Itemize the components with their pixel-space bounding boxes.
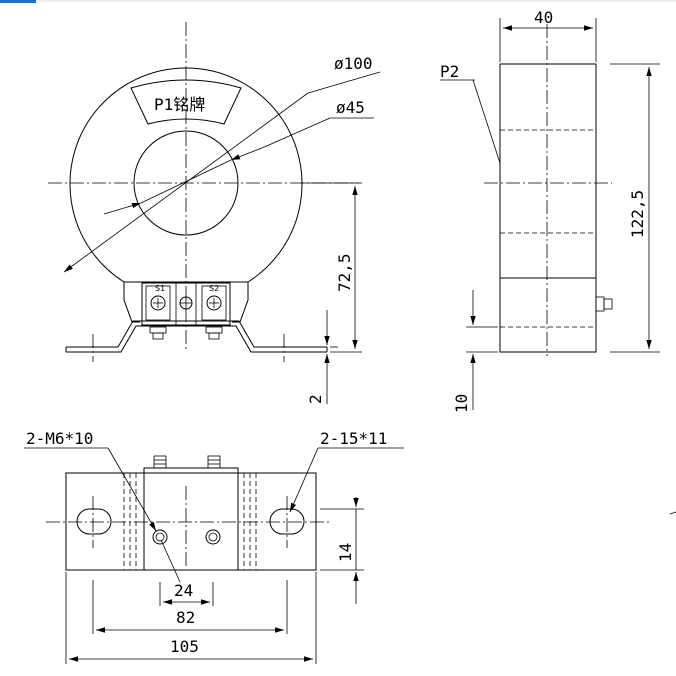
dim-overall-length: 105 — [170, 637, 199, 656]
side-screw — [595, 296, 613, 312]
top-screw-right — [207, 455, 221, 469]
dim-outer-diameter: ø100 — [334, 54, 373, 73]
dim-foot-width: 14 — [336, 543, 355, 562]
side-view: P2 40 122,5 10 — [440, 8, 660, 413]
nameplate-outline — [130, 79, 242, 125]
terminal-screw-s1 — [150, 295, 166, 311]
dim-base-height: 10 — [452, 394, 471, 413]
dim-inner-diameter: ø45 — [336, 98, 365, 117]
threaded-hole-left — [152, 529, 168, 545]
terminal-s1-label: S1 — [155, 284, 165, 293]
dim-slot-spacing: 82 — [176, 608, 195, 627]
bottom-view: 2-M6*10 2-15*11 24 82 105 14 — [24, 429, 404, 664]
side-housing — [499, 63, 597, 353]
bottom-bolt-right — [205, 326, 223, 340]
dim-side-height: 122,5 — [628, 190, 647, 238]
dim-hole-spacing: 24 — [174, 581, 193, 600]
threaded-hole-right — [205, 529, 221, 545]
front-view: P1铭牌 S1 S2 — [48, 22, 381, 404]
label-p2: P2 — [440, 62, 459, 81]
base-plate — [65, 472, 317, 571]
mounting-slot-left — [76, 508, 112, 535]
terminal-s2-label: S2 — [209, 284, 219, 293]
center-bolt — [179, 296, 193, 310]
terminal-block — [141, 282, 231, 326]
nameplate-label: P1铭牌 — [154, 95, 205, 114]
dim-center-height: 72,5 — [335, 253, 354, 292]
mounting-bracket — [66, 325, 327, 353]
label-slot: 2-15*11 — [320, 429, 387, 448]
terminal-screw-s2 — [206, 295, 222, 311]
dim-base-thickness: 2 — [306, 394, 325, 404]
label-thread: 2-M6*10 — [26, 429, 93, 448]
top-screw-left — [153, 455, 167, 469]
bottom-bolt-left — [149, 326, 167, 340]
top-accent-strip — [0, 0, 36, 3]
dim-side-width: 40 — [534, 8, 553, 27]
